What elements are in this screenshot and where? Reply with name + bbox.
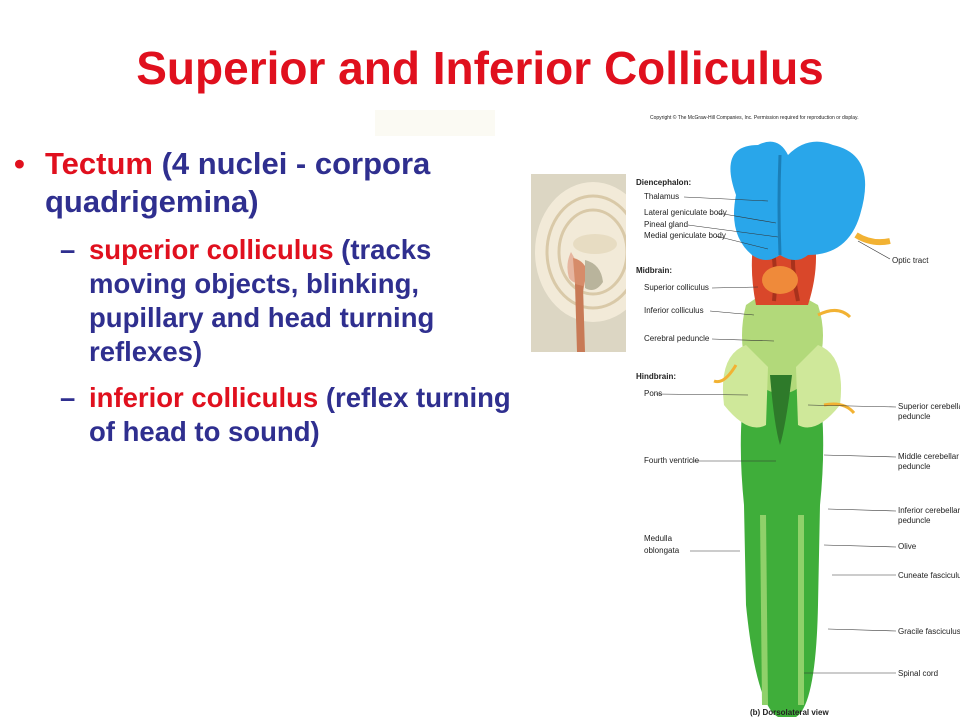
label-inferior-cerebellar-peduncle: peduncle [898,516,931,525]
subbullet-term: superior colliculus [89,234,334,265]
label-medulla: Medulla [644,534,673,543]
brain-sagittal-thumbnail [531,174,626,352]
scan-artifact [375,110,495,136]
label-midbrain: Midbrain: [636,266,672,275]
label-middle-cerebellar-peduncle: peduncle [898,462,931,471]
bullet-text: (4 nuclei - corpora quadrigemina) [45,146,431,219]
label-pons: Pons [644,389,662,398]
label-middle-cerebellar: Middle cerebellar [898,452,959,461]
left-leader-lines [655,196,779,552]
label-inferior-colliculus: Inferior colliculus [644,306,704,315]
label-gracile-fasciculus: Gracile fasciculus [898,627,960,636]
brainstem-dorsolateral-figure: Copyright © The McGraw-Hill Companies, I… [636,114,960,717]
subbullet-term: inferior colliculus [89,382,319,413]
label-diencephalon: Diencephalon: [636,178,691,187]
label-pineal-gland: Pineal gland [644,220,688,229]
brainstem-illustration [713,141,891,717]
label-superior-colliculus: Superior colliculus [644,283,709,292]
subbullet-text: (reflex turning of head to sound) [89,382,511,447]
label-inferior-cerebellar: Inferior cerebellar [898,506,960,515]
subbullet-text: (tracks moving objects, blinking, pupill… [89,234,435,367]
subbullet-dash: – [60,382,76,413]
label-spinal-cord: Spinal cord [898,669,938,678]
label-superior-cerebellar: Superior cerebellar [898,402,960,411]
label-oblongata: oblongata [644,546,680,555]
label-cuneate-fasciculus: Cuneate fasciculus [898,571,960,580]
copyright-notice: Copyright © The McGraw-Hill Companies, I… [650,114,859,121]
label-medial-geniculate-body: Medial geniculate body [644,231,726,240]
label-thalamus: Thalamus [644,192,679,201]
label-cerebral-peduncle: Cerebral peduncle [644,334,710,343]
label-fourth-ventricle: Fourth ventricle [644,456,700,465]
label-hindbrain: Hindbrain: [636,372,676,381]
label-dorsolateral-view: (b) Dorsolateral view [750,708,829,717]
label-superior-cerebellar-peduncle: peduncle [898,412,931,421]
subbullet-dash: – [60,234,76,265]
bullet-tectum: • Tectum (4 nuclei - corpora quadrigemin… [14,145,524,221]
right-leader-lines [804,240,897,674]
label-optic-tract: Optic tract [892,256,929,265]
bullet-marker: • [14,146,25,181]
label-lateral-geniculate-body: Lateral geniculate body [644,208,727,217]
subbullet-inferior-colliculus: – inferior colliculus (reflex turning of… [14,381,524,449]
slide-title: Superior and Inferior Colliculus [136,42,824,94]
bullet-list: • Tectum (4 nuclei - corpora quadrigemin… [14,145,524,449]
label-olive: Olive [898,542,917,551]
subbullet-superior-colliculus: – superior colliculus (tracks moving obj… [14,233,524,369]
bullet-term: Tectum [45,146,153,181]
